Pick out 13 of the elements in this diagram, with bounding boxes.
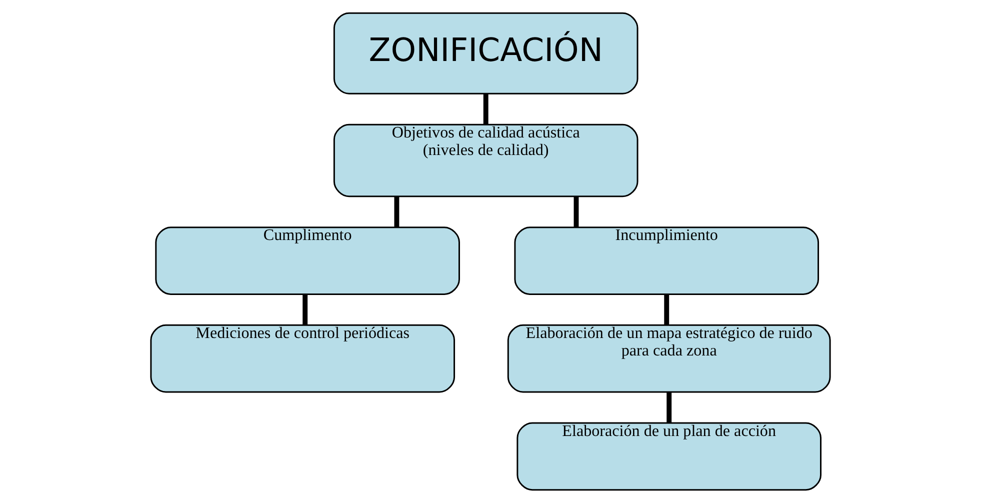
connector [574, 196, 579, 228]
node-box: Elaboración de un plan de acción [516, 422, 822, 491]
node-box: Cumplimento [155, 226, 460, 295]
connector [664, 294, 670, 325]
node-box: Incumplimiento [514, 226, 820, 295]
node-box: ZONIFICACIÓN [333, 12, 638, 94]
node-box: Objetivos de calidad acústica (niveles de calidad) [333, 124, 638, 198]
node-box: Mediciones de control periódicas [150, 324, 456, 393]
connector [394, 196, 400, 228]
connector [302, 294, 308, 325]
connector [666, 392, 672, 423]
node-box: Elaboración de un mapa estratégico de ruido para cada zona [507, 324, 831, 393]
connector [483, 94, 488, 125]
